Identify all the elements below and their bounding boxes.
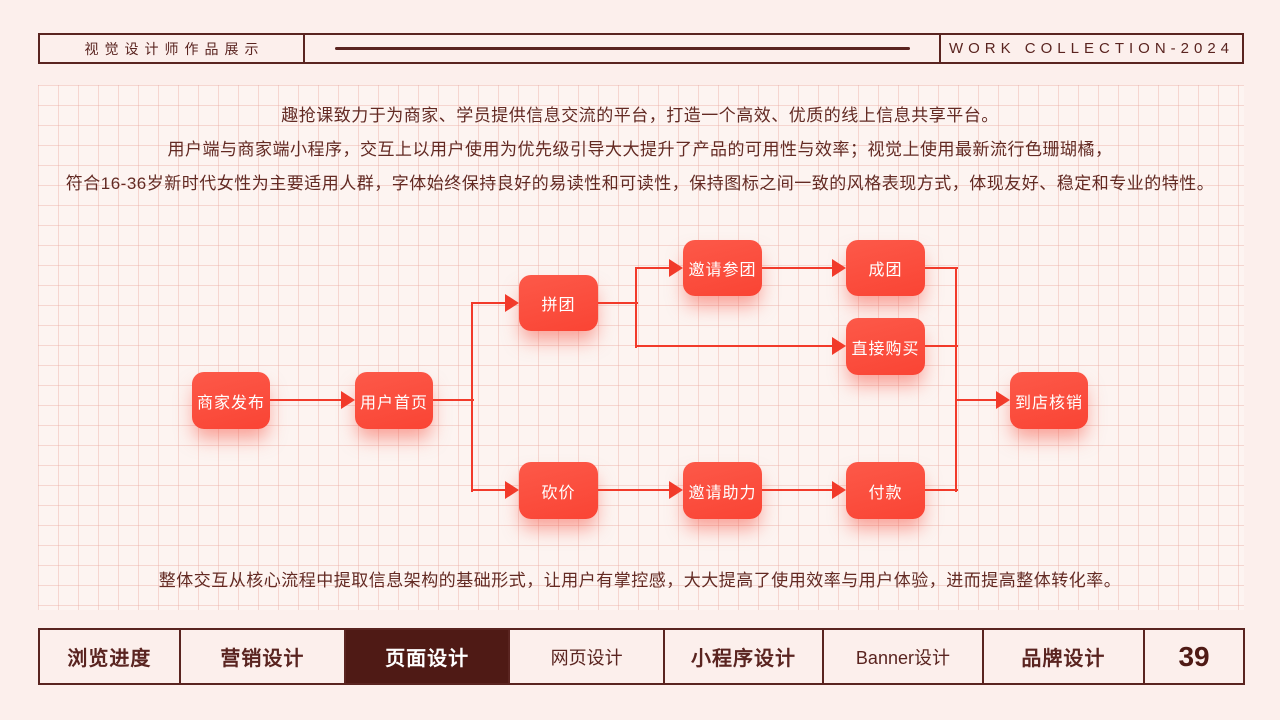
summary-text: 整体交互从核心流程中提取信息架构的基础形式，让用户有掌控感，大大提高了使用效率与… <box>158 571 1122 590</box>
intro-line-2: 用户端与商家端小程序，交互上以用户使用为优先级引导大大提升了产品的可用性与效率；… <box>167 140 1113 159</box>
arrowhead-icon <box>341 391 355 409</box>
footer-tab-banner-design[interactable]: Banner设计 <box>824 630 984 683</box>
flow-node-group-formed: 成团 <box>846 240 925 296</box>
flow-connector <box>635 267 637 348</box>
header-title: 视觉设计师作品展示 <box>40 35 305 62</box>
arrowhead-icon <box>832 337 846 355</box>
flow-connector <box>925 267 958 269</box>
flow-connector <box>270 399 343 401</box>
footer-tab-miniprogram-design[interactable]: 小程序设计 <box>665 630 825 683</box>
intro-paragraph: 趣抢课致力于为商家、学员提供信息交流的平台，打造一个高效、优质的线上信息共享平台… <box>0 99 1280 201</box>
arrowhead-icon <box>505 481 519 499</box>
flow-node-invite-join: 邀请参团 <box>683 240 762 296</box>
flow-connector <box>762 267 834 269</box>
intro-line-1: 趣抢课致力于为商家、学员提供信息交流的平台，打造一个高效、优质的线上信息共享平台… <box>281 106 999 125</box>
header-rule-cell <box>305 35 941 62</box>
flow-connector <box>471 302 473 492</box>
flow-node-user-home: 用户首页 <box>355 372 433 429</box>
flow-connector <box>472 302 507 304</box>
flow-node-bargain: 砍价 <box>519 462 598 519</box>
flow-connector <box>433 399 474 401</box>
flow-connector <box>762 489 834 491</box>
arrowhead-icon <box>669 481 683 499</box>
flow-connector <box>925 489 958 491</box>
header-collection-label: WORK COLLECTION-2024 <box>948 40 1235 57</box>
flow-connector <box>956 399 998 401</box>
flow-connector <box>598 489 671 491</box>
footer-tab-brand-design[interactable]: 品牌设计 <box>984 630 1146 683</box>
arrowhead-icon <box>832 481 846 499</box>
grid-background <box>38 85 1244 610</box>
footer-tab-web-design[interactable]: 网页设计 <box>510 630 665 683</box>
flow-connector <box>472 489 507 491</box>
arrowhead-icon <box>996 391 1010 409</box>
footer-tab-browse-progress[interactable]: 浏览进度 <box>40 630 181 683</box>
footer-tab-marketing-design[interactable]: 营销设计 <box>181 630 347 683</box>
flow-node-direct-purchase: 直接购买 <box>846 318 925 375</box>
header-rule-line <box>334 47 910 50</box>
flow-node-merchant-publish: 商家发布 <box>192 372 270 429</box>
intro-line-3: 符合16-36岁新时代女性为主要适用人群，字体始终保持良好的易读性和可读性，保持… <box>65 174 1215 193</box>
arrowhead-icon <box>669 259 683 277</box>
flow-node-payment: 付款 <box>846 462 925 519</box>
flow-node-group-buy: 拼团 <box>519 275 598 331</box>
flow-connector <box>598 302 638 304</box>
arrowhead-icon <box>832 259 846 277</box>
flow-connector <box>636 345 834 347</box>
arrowhead-icon <box>505 294 519 312</box>
flow-connector <box>955 267 957 492</box>
flow-node-invite-help: 邀请助力 <box>683 462 762 519</box>
header-bar: 视觉设计师作品展示 WORK COLLECTION-2024 <box>38 33 1244 64</box>
flow-node-store-redeem: 到店核销 <box>1010 372 1088 429</box>
flow-connector <box>636 267 671 269</box>
flow-connector <box>925 345 958 347</box>
page-number: 39 <box>1178 640 1210 672</box>
footer-tab-page-design[interactable]: 页面设计 <box>346 630 511 683</box>
